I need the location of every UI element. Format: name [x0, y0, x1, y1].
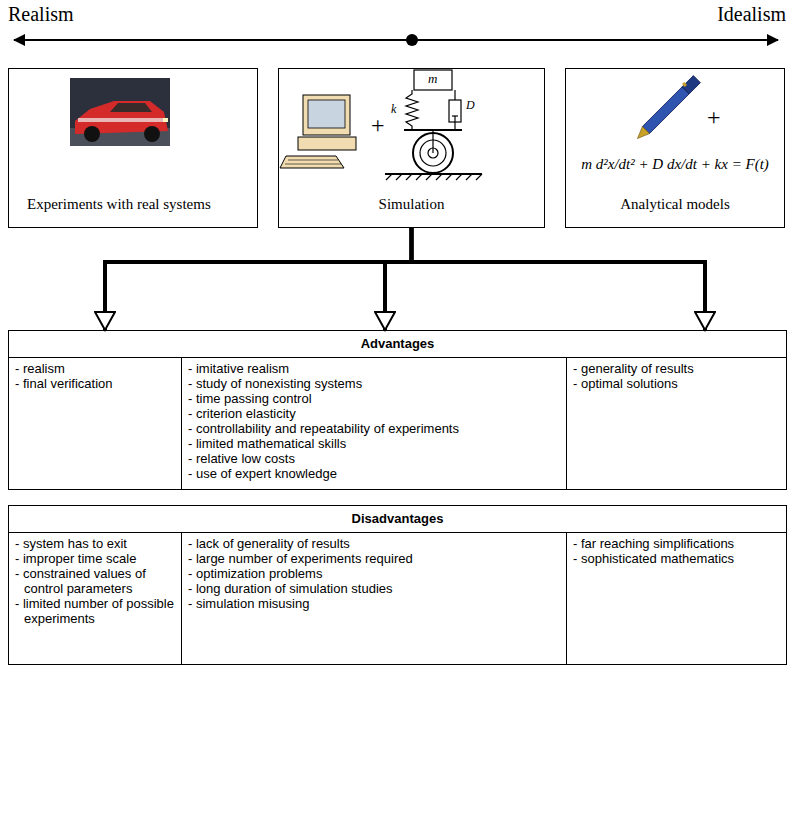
panel-caption: Analytical models [566, 195, 784, 213]
list-item: - limited mathematical skills [188, 436, 560, 451]
table-heading: Disadvantages [9, 506, 786, 532]
plus-sign: + [707, 104, 721, 130]
spring-damper-model-part [428, 148, 438, 158]
list-item: - optimal solutions [573, 376, 780, 391]
list-item: - realism [15, 361, 175, 376]
spring-damper-model [385, 70, 482, 180]
spring-damper-model-part [454, 90, 455, 100]
list-item: - optimization problems [188, 566, 560, 581]
computer-icon-part [308, 100, 345, 128]
method-panel: Experiments with real systems [8, 68, 258, 228]
equation: m d²x/dt² + D dx/dt + kx = F(t) [570, 155, 780, 173]
race-car-photo-part [163, 118, 168, 122]
variable-label: m [428, 72, 437, 86]
axis-label: Realism [8, 3, 74, 25]
realism-idealism-axis-part [406, 34, 418, 46]
list-item: - relative low costs [188, 451, 560, 466]
list-item: - improper time scale [15, 551, 175, 566]
fountain-pen-part [682, 76, 700, 94]
list-item: - use of expert knowledge [188, 466, 560, 481]
flow-arrow [385, 228, 412, 330]
fountain-pen-part [634, 127, 650, 143]
list-item: - large number of experiments required [188, 551, 560, 566]
flow-arrow [412, 228, 706, 330]
table-cell: - imitative realism- study of nonexistin… [181, 357, 566, 489]
fountain-pen-part [642, 87, 689, 134]
spring-damper-model-part [413, 133, 453, 173]
table-cell: - realism- final verification [9, 357, 181, 489]
plus-sign: + [371, 112, 385, 138]
list-item: - system has to exit [15, 536, 175, 551]
computer-icon-part [288, 160, 338, 161]
list-item: - final verification [15, 376, 175, 391]
computer-icon-part [303, 95, 350, 135]
fountain-pen-part [682, 82, 687, 87]
comparison-table: Disadvantages- system has to exit- impro… [8, 505, 787, 665]
comparison-table: Advantages- realism- final verification-… [8, 330, 787, 490]
spring-damper-model-part [385, 173, 482, 175]
computer-icon-part [298, 137, 356, 150]
list-item: - study of nonexisting systems [188, 376, 560, 391]
race-car-photo-part [144, 126, 160, 142]
realism-idealism-axis [14, 34, 778, 46]
fountain-pen [633, 74, 701, 142]
list-item: - constrained values of control paramete… [15, 566, 175, 596]
variable-label: D [466, 99, 475, 112]
list-item: - limited number of possible experiments [15, 596, 175, 626]
flow-arrow [105, 228, 412, 330]
method-panel: Simulation [278, 68, 545, 228]
race-car-photo-part [70, 78, 170, 146]
table-heading: Advantages [9, 331, 786, 357]
list-item: - imitative realism [188, 361, 560, 376]
table-cell: - far reaching simplifications- sophisti… [566, 532, 786, 664]
list-item: - long duration of simulation studies [188, 581, 560, 596]
axis-label: Idealism [717, 3, 786, 25]
race-car-photo-part [78, 118, 166, 122]
spring-damper-model-part [420, 140, 446, 166]
list-item: - time passing control [188, 391, 560, 406]
computer-icon-part [280, 156, 344, 168]
spring-damper-model-part [386, 174, 482, 180]
method-panel: m d²x/dt² + D dx/dt + kx = F(t) Analytica… [565, 68, 785, 228]
race-car-photo-part [110, 103, 152, 112]
panel-caption: Simulation [279, 195, 544, 213]
table-cell: - lack of generality of results- large n… [181, 532, 566, 664]
list-item: - far reaching simplifications [573, 536, 780, 551]
spring-damper-model-part [414, 70, 452, 90]
computer-icon-part [285, 164, 341, 165]
variable-label: k [391, 103, 396, 116]
list-item: - criterion elasticity [188, 406, 560, 421]
spring-damper-model-part [406, 90, 418, 130]
realism-idealism-axis-part [14, 39, 778, 41]
spring-damper-model-part [454, 116, 455, 130]
list-item: - generality of results [573, 361, 780, 376]
list-item: - simulation misusing [188, 596, 560, 611]
list-item: - controllability and repeatability of e… [188, 421, 560, 436]
list-item: - lack of generality of results [188, 536, 560, 551]
list-item: - sophisticated mathematics [573, 551, 780, 566]
panel-caption: Experiments with real systems [27, 195, 227, 213]
table-cell: - system has to exit- improper time scal… [9, 532, 181, 664]
computer-icon [280, 95, 356, 168]
race-car-photo [70, 78, 170, 146]
table-cell: - generality of results- optimal solutio… [566, 357, 786, 489]
race-car-photo-part [84, 126, 100, 142]
